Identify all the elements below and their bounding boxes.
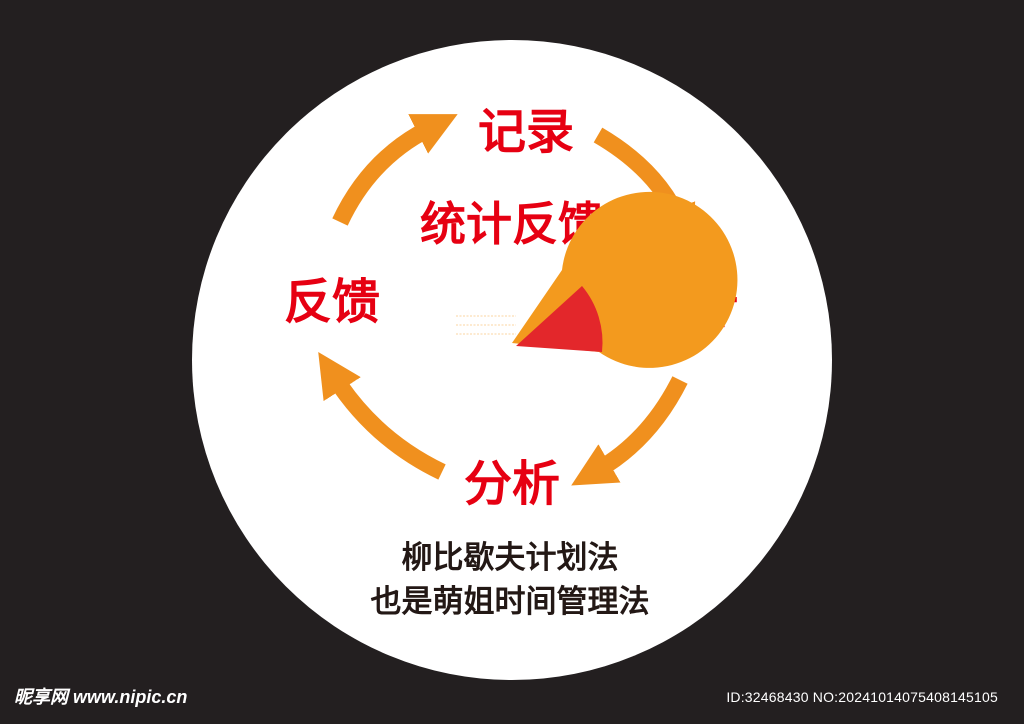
pie-slice — [516, 286, 603, 352]
cycle-arrows — [318, 114, 696, 486]
cycle-label-left: 反馈 — [284, 274, 380, 330]
pie-graphic: to do list 日期+事件+时间 — [455, 191, 738, 391]
watermark-id: ID:32468430 NO:20241014075408145105 — [726, 689, 998, 705]
watermark-logo: 昵享网 www.nipic.cn — [14, 687, 188, 707]
arrow-bottom-to-left — [318, 352, 446, 480]
cycle-label-bottom: 分析 — [464, 456, 560, 512]
arrow-left-to-top — [332, 114, 458, 226]
caption-line-2: 也是萌姐时间管理法 — [371, 584, 650, 620]
cycle-label-top: 记录 — [478, 104, 574, 160]
arrow-right-to-bottom — [571, 376, 688, 486]
pie-caption: 日期+事件+时间 — [455, 372, 578, 391]
pie-note-label: to do list — [456, 297, 497, 309]
caption-line-1: 柳比歇夫计划法 — [402, 540, 619, 576]
